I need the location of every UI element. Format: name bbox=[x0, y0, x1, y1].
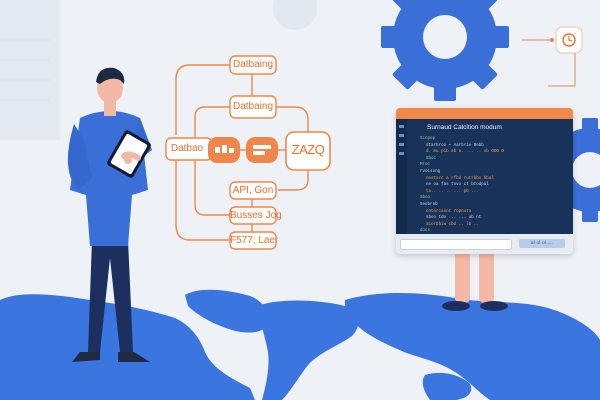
code-lines: Scopop dtarhroo • Aarbrie Rebb d. mu pib a… bbox=[420, 136, 569, 235]
flow-node-busses-label: Busses Jog bbox=[230, 210, 282, 221]
search-input[interactable] bbox=[400, 239, 512, 250]
flow-node-api-label: API, Gon bbox=[232, 185, 274, 196]
code-line: Sboc bbox=[426, 156, 437, 161]
code-line: rvocsong bbox=[420, 169, 441, 174]
person-with-tablet bbox=[67, 67, 152, 362]
files-icon[interactable] bbox=[399, 125, 404, 128]
flow-node-footer bbox=[229, 231, 277, 250]
gear-icon bbox=[381, 0, 509, 101]
code-line: docs bbox=[420, 229, 431, 234]
flow-node-api bbox=[229, 181, 277, 200]
code-line: Sboo bbox=[420, 196, 431, 201]
code-line: d. mu pib ab a. ... .. ob OOO O bbox=[426, 150, 504, 155]
background-circle bbox=[273, 0, 317, 30]
code-line: ne oa fas tnvo ct btodpal bbox=[426, 183, 489, 188]
flow-node-top bbox=[229, 55, 277, 75]
connector-dot bbox=[550, 38, 554, 42]
search-icon[interactable] bbox=[399, 134, 404, 137]
code-line: sboo tdo ... ... ab nt bbox=[426, 216, 482, 221]
code-title: Surnaud Calcition modum bbox=[427, 124, 502, 131]
person-behind-screen bbox=[442, 243, 508, 311]
flow-node-left-label: Datbao bbox=[170, 143, 204, 154]
code-line: Scorbhiw cbd .. lb .. bbox=[426, 222, 479, 227]
window-titlebar bbox=[396, 108, 573, 124]
code-line: Scopop bbox=[420, 137, 436, 141]
code-line: nestsrc a rfbd rutrbbo bbal bbox=[426, 176, 494, 181]
code-line: ontorcasnt ropnuto bbox=[426, 209, 472, 214]
background-panel bbox=[0, 0, 60, 140]
status-button[interactable]: aŀ oŀ oŀ .... bbox=[519, 239, 565, 248]
code-line: dtarhroo • Aarbrie Rebb bbox=[426, 143, 484, 148]
extensions-icon[interactable] bbox=[399, 152, 404, 155]
flow-connectors bbox=[175, 64, 309, 241]
background-lines bbox=[0, 39, 50, 101]
flow-icon-left bbox=[208, 137, 240, 163]
flow-node-top-label: Datbaing bbox=[232, 59, 274, 70]
flow-node-second-label: Datbaing bbox=[232, 101, 274, 112]
code-editor[interactable]: Surnaud Calcition modum Scopop dtarhroo •… bbox=[396, 119, 573, 234]
code-window: Surnaud Calcition modum Scopop dtarhroo •… bbox=[396, 108, 573, 254]
flow-node-busses bbox=[229, 206, 277, 225]
flow-node-right bbox=[285, 131, 331, 171]
flow-icon-middle bbox=[246, 137, 278, 163]
connector-line bbox=[548, 40, 576, 87]
clock-icon bbox=[555, 26, 583, 54]
code-line: Seobrnb bbox=[420, 202, 438, 207]
code-line: ta.. .. .. ... pb ... bbox=[426, 189, 479, 194]
flow-node-right-label: ZAZQ bbox=[291, 142, 325, 157]
flow-node-second bbox=[229, 95, 277, 119]
code-line: Mroc bbox=[420, 163, 431, 168]
window-footer: aŀ oŀ oŀ .... bbox=[396, 234, 573, 254]
flow-node-footer-label: F577; Laer bbox=[230, 235, 279, 246]
editor-sidebar bbox=[396, 119, 407, 234]
branch-icon[interactable] bbox=[399, 143, 404, 146]
